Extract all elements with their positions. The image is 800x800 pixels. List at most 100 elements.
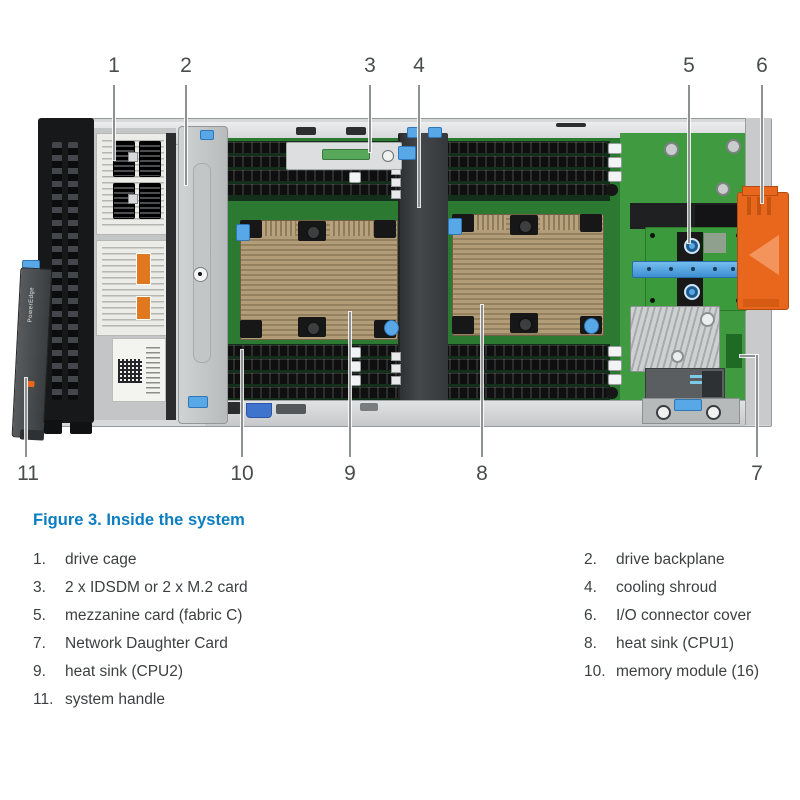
shroud-clip [407, 127, 421, 138]
leader-7 [756, 355, 758, 457]
backplane-screw [198, 272, 202, 276]
heatsink-fin [464, 215, 506, 230]
legend-num: 7. [33, 635, 46, 652]
legend-item-8: 8. heat sink (CPU1) [584, 633, 734, 655]
legend-item-6: 6. I/O connector cover [584, 605, 751, 627]
callout-11: 11 [17, 462, 39, 485]
heatsink-screw [518, 317, 533, 332]
callout-3: 3 [364, 54, 376, 77]
heatsink-clip [384, 320, 399, 336]
io-cover-rib [757, 197, 761, 215]
legend-label: cooling shroud [616, 579, 717, 596]
heatsink-clip [236, 224, 250, 241]
mezz-screw [650, 298, 655, 303]
rim-slot [346, 127, 366, 135]
callout-2: 2 [180, 54, 192, 77]
rim-slot [556, 123, 586, 127]
legend-num: 1. [33, 551, 46, 568]
legend-label: heat sink (CPU1) [616, 635, 735, 652]
cooling-shroud [398, 133, 448, 413]
leader-11 [25, 378, 27, 457]
dimm-knob [606, 184, 618, 196]
service-label [96, 240, 170, 336]
legend-num: 9. [33, 663, 46, 680]
orange-pull-tab [136, 296, 151, 320]
legend-num: 2. [584, 551, 597, 568]
dimm-latch [608, 346, 622, 357]
handle-dot [647, 267, 651, 271]
heatsink-screw [306, 321, 321, 336]
connector-key [128, 152, 138, 162]
io-cover-bottom-tab [743, 299, 779, 307]
legend-item-2: 2. drive backplane [584, 549, 725, 571]
legend-item-4: 4. cooling shroud [584, 577, 717, 599]
ndc-label-line [690, 375, 708, 378]
ndc-screw [671, 350, 684, 363]
backplane-clip [188, 396, 208, 408]
legend-num: 5. [33, 607, 46, 624]
bracket-release-tab [398, 146, 416, 160]
leader-6 [761, 85, 763, 203]
legend-label: 2 x IDSDM or 2 x M.2 card [65, 579, 248, 596]
legend-label: drive backplane [616, 551, 725, 568]
ndc-label-line [690, 381, 704, 384]
callout-7: 7 [751, 462, 763, 485]
label-text-lines [102, 247, 164, 329]
leader-8 [481, 305, 483, 457]
callout-10: 10 [230, 462, 254, 485]
bracket-screw [706, 405, 721, 420]
shroud-tab [391, 376, 401, 385]
board-screw [716, 182, 730, 196]
shroud-clip [428, 127, 442, 138]
rim-slot [296, 127, 316, 135]
bracket-screw [382, 150, 394, 162]
bottom-blue-clip [674, 399, 702, 411]
legend-label: heat sink (CPU2) [65, 663, 184, 680]
qr-service-tag-label [112, 338, 166, 402]
qr-label-text-lines [146, 347, 160, 395]
mezz-blue-handle [632, 261, 746, 278]
io-cover-rib [747, 197, 751, 215]
board-screw [726, 139, 741, 154]
qr-code [118, 359, 142, 383]
legend-label: drive cage [65, 551, 137, 568]
legend-item-7: 7. Network Daughter Card [33, 633, 228, 655]
dimm-latch [608, 157, 622, 168]
dimm-latch [349, 172, 361, 183]
bezel-foot [44, 420, 62, 434]
figure-caption: Figure 3. Inside the system [33, 511, 245, 529]
io-cover-rib [767, 197, 771, 215]
leader-10 [241, 350, 243, 457]
legend-num: 11. [33, 691, 54, 708]
dimm-latch [608, 171, 622, 182]
handle-dot [731, 267, 735, 271]
vga-connector [246, 403, 272, 418]
heatsink-fin [330, 221, 374, 236]
mezz-pad [704, 233, 726, 253]
backplane-clip [200, 130, 214, 140]
legend-label: Network Daughter Card [65, 635, 228, 652]
callout-1: 1 [108, 54, 120, 77]
legend-item-3: 3. 2 x IDSDM or 2 x M.2 card [33, 577, 248, 599]
io-cover-top-tab [742, 186, 778, 196]
io-connector-cover [737, 192, 789, 310]
bottom-block [360, 403, 378, 411]
ndc-module [645, 368, 725, 400]
handle-dot [669, 267, 673, 271]
heatsink-screw [306, 225, 321, 240]
handle-dot [713, 267, 717, 271]
leader-5 [688, 85, 690, 243]
bezel-vents [68, 142, 78, 400]
cage-connector [139, 141, 161, 177]
dimm-knob [606, 387, 618, 399]
legend-label: system handle [65, 691, 165, 708]
legend-item-11: 11. system handle [33, 689, 165, 711]
legend-num: 3. [33, 579, 46, 596]
leader-1 [113, 85, 115, 160]
heatsink-corner [374, 220, 396, 238]
board-screw [664, 142, 679, 157]
bottom-block [276, 404, 306, 414]
leader-7-horizontal [740, 355, 758, 357]
io-cover-recess [749, 234, 779, 276]
